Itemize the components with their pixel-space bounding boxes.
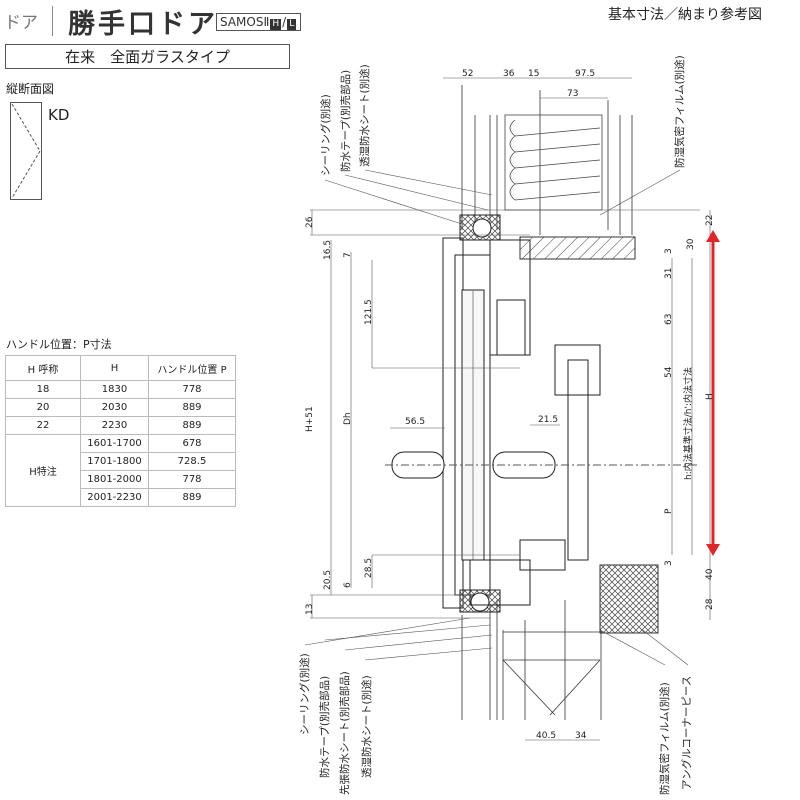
table-caption: ハンドル位置：P寸法	[6, 338, 112, 351]
divider	[52, 6, 53, 36]
dim-20-5: 20.5	[323, 570, 333, 590]
dim-h51: H+51	[305, 406, 315, 432]
dim-52: 52	[462, 69, 473, 79]
callout-labels: シーリング(別途) 防水テープ(別売部品) 透湿防水シート(別途) 防湿気密フィ…	[298, 55, 693, 795]
dim-3-bottom: 3	[664, 560, 674, 566]
callout-vapor-film-bottom: 防湿気密フィルム(別途)	[658, 682, 671, 795]
dim-22: 22	[705, 215, 715, 226]
badge-l: L	[287, 19, 297, 30]
dim-63: 63	[664, 314, 674, 325]
dim-36: 36	[503, 69, 515, 79]
dim-54: 54	[664, 366, 674, 378]
callout-breathable-sheet-top: 透湿防水シート(別途)	[358, 64, 371, 167]
dim-16-5: 16.5	[323, 240, 333, 260]
callout-waterproof-tape-top: 防水テープ(別売部品)	[339, 70, 352, 172]
dim-dh: Dh	[343, 412, 353, 425]
dim-97-5: 97.5	[575, 69, 595, 79]
sill-wood	[519, 236, 636, 260]
dim-73: 73	[567, 89, 578, 99]
handle	[385, 451, 700, 479]
arrow-head-top	[706, 230, 720, 242]
dim-28: 28	[705, 598, 715, 610]
callout-waterproof-tape-bottom: 防水テープ(別売部品)	[318, 676, 331, 778]
callout-sealing-top: シーリング(別途)	[319, 94, 332, 176]
floor-block	[599, 564, 659, 634]
dim-h: H	[705, 393, 715, 400]
dim-56-5: 56.5	[405, 417, 425, 427]
callout-breathable-sheet-bottom: 透湿防水シート(別途)	[360, 675, 373, 778]
callout-pre-sheet-bottom: 先張防水シート(別売部品)	[338, 671, 351, 795]
callout-sealing-bottom: シーリング(別途)	[298, 653, 311, 735]
callout-angle-corner-piece: アングルコーナーピース	[680, 676, 693, 790]
dim-34: 34	[575, 731, 587, 741]
series-name: SAMOSⅡ	[220, 15, 270, 29]
dim-15: 15	[528, 69, 539, 79]
badge-h: H	[270, 19, 282, 30]
dim-121-5: 121.5	[364, 299, 374, 325]
leader-lines	[304, 169, 689, 666]
dim-13: 13	[305, 604, 315, 615]
dim-40: 40	[705, 568, 715, 580]
dim-31: 31	[664, 268, 674, 279]
dim-p: P	[664, 508, 674, 514]
dim-7: 7	[343, 252, 353, 258]
callout-vapor-film-top: 防湿気密フィルム(別途)	[673, 55, 686, 168]
dim-3-top: 3	[664, 248, 674, 254]
dimension-labels: 52 36 15 97.5 73 26 16.5 7 121.5 H+51 Dh…	[305, 69, 715, 741]
inner-dimension-note: h:内法基準寸法/h':内法寸法	[682, 367, 694, 480]
wall-lines	[461, 85, 633, 720]
special-label: H特注	[5, 434, 81, 507]
reference-title: 基本寸法／納まり参考図	[608, 7, 762, 23]
dim-26: 26	[305, 216, 315, 228]
section-label: 縦断面図	[6, 82, 55, 96]
arrow-head-bottom	[706, 544, 720, 556]
door-frame	[442, 214, 601, 613]
insulation	[504, 114, 603, 211]
category-label: ドア	[4, 13, 38, 33]
dim-30: 30	[686, 238, 696, 250]
dim-28-5: 28.5	[364, 558, 374, 578]
dimension-lines	[310, 77, 711, 741]
door-type-icon	[10, 102, 42, 200]
col-header-h: H	[80, 355, 149, 381]
dim-6: 6	[343, 582, 353, 588]
page-title: 勝手口ドア	[68, 9, 218, 40]
dim-40-5: 40.5	[536, 731, 556, 741]
door-type-label: KD	[48, 106, 70, 124]
dim-21-5: 21.5	[538, 415, 558, 425]
subtitle-box: 在来 全面ガラスタイプ	[5, 44, 290, 69]
